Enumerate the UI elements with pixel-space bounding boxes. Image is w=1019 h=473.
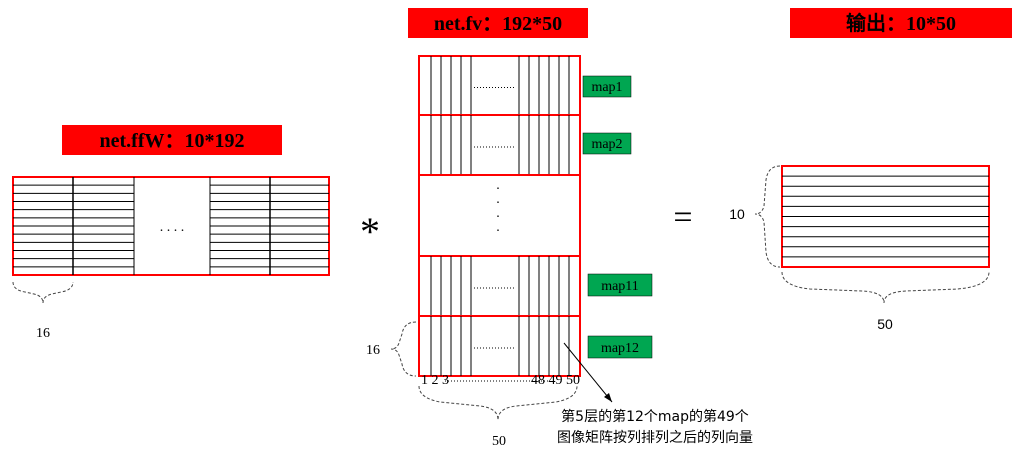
fv-title: net.fv：192*50 (434, 13, 562, 35)
fv-block (418, 114, 581, 176)
output-cols-label: 50 (877, 316, 893, 332)
annotation-arrow-line (563, 342, 613, 403)
output-rows-label: 10 (729, 206, 745, 222)
equals-sign: = (673, 199, 692, 236)
map12-label: map12 (601, 341, 639, 356)
map11-label: map11 (601, 279, 639, 294)
output-title-box (790, 8, 1012, 38)
ffw-width-label: 16 (36, 326, 50, 341)
map2-badge (582, 132, 632, 155)
ffw-ellipsis: . . . . (160, 220, 185, 235)
fv-block (418, 255, 581, 317)
fv-matrix: .... 1 2 3 48 49 50 16 50 (366, 55, 581, 449)
output-rows-brace (754, 165, 781, 268)
map-labels: map1 map2 map11 map12 (582, 75, 653, 359)
fv-height-brace (390, 321, 417, 377)
fv-width-label: 50 (492, 434, 506, 449)
output-matrix: 10 50 (729, 165, 990, 332)
output-row-lines (782, 175, 989, 258)
annotation: 第5层的第12个map的第49个 图像矩阵按列排列之后的列向量 (557, 342, 753, 446)
fv-width-brace (418, 385, 578, 421)
fv-block (418, 55, 581, 116)
annotation-line-2: 图像矩阵按列排列之后的列向量 (557, 430, 753, 446)
fv-height-label: 16 (366, 343, 380, 358)
fv-block (418, 315, 581, 377)
output-cols-brace (781, 271, 990, 304)
fv-vertical-ellipsis: .... (496, 178, 500, 235)
map2-label: map2 (591, 137, 622, 152)
ffw-width-brace (12, 281, 74, 304)
ffw-title: net.ffW：10*192 (100, 130, 245, 152)
fv-title-box (408, 8, 588, 38)
fv-col-index-start: 1 2 3 (421, 373, 449, 388)
output-title: 输出：10*50 (846, 11, 956, 35)
ffw-matrix: . . . . 16 (12, 176, 330, 341)
fv-col-index-end: 48 49 50 (531, 373, 580, 388)
map1-badge (582, 75, 632, 98)
annotation-line-1: 第5层的第12个map的第49个 (561, 408, 749, 425)
ffw-title-box (62, 125, 282, 155)
annotation-arrow-head (604, 393, 612, 402)
map1-label: map1 (591, 80, 622, 95)
multiply-sign: * (360, 209, 380, 254)
map12-badge (587, 335, 653, 359)
fv-blocks (418, 55, 581, 377)
map11-badge (587, 273, 653, 297)
